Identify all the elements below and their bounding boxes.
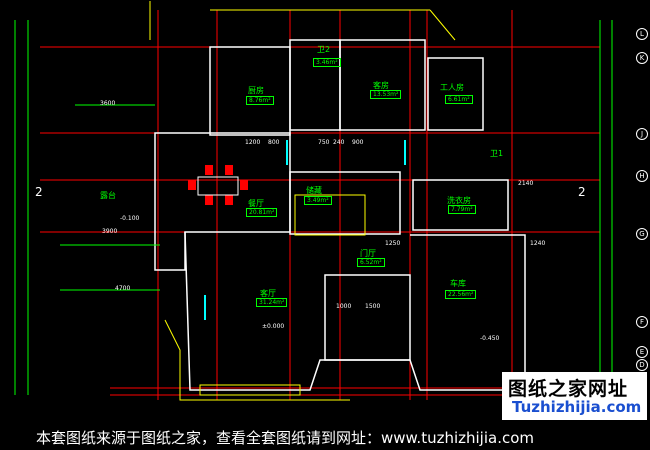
axis-grid xyxy=(40,10,600,400)
room-area: 20.81m² xyxy=(246,208,278,217)
dimension-text: 1500 xyxy=(365,303,381,310)
dimension-text: 1250 xyxy=(385,240,401,247)
room-label: 露台 xyxy=(100,191,116,200)
dining-chairs xyxy=(188,165,248,205)
room-label: 厨房 xyxy=(248,86,264,95)
watermark-url: Tuzhizhijia.com xyxy=(512,398,642,416)
windows xyxy=(204,140,406,320)
dimension-text: -0.100 xyxy=(120,215,140,222)
axis-bubble: F xyxy=(636,316,648,328)
dimension-text: ±0.000 xyxy=(262,323,285,330)
axis-bubble: G xyxy=(636,228,648,240)
room-area: 3.46m² xyxy=(313,58,341,67)
room-label: 储藏 xyxy=(306,186,322,195)
room-label: 工人房 xyxy=(440,83,464,92)
room-area: 22.56m² xyxy=(445,290,477,299)
dimension-text: 1000 xyxy=(336,303,352,310)
axis-bubble: E xyxy=(636,346,648,358)
room-area: 13.53m² xyxy=(370,90,402,99)
dimension-text: 800 xyxy=(268,139,280,146)
watermark-logo: 图纸之家网址 Tuzhizhijia.com xyxy=(502,372,647,420)
room-label: 卫1 xyxy=(490,149,504,158)
dimension-text: 1200 xyxy=(245,139,261,146)
room-label: 洗衣房 xyxy=(447,196,471,205)
room-label: 车库 xyxy=(450,279,466,288)
dimension-lines xyxy=(14,20,613,395)
dimension-text: 750 xyxy=(318,139,330,146)
dining-table xyxy=(197,176,239,196)
room-label: 餐厅 xyxy=(248,199,264,208)
watermark-title: 图纸之家网址 xyxy=(508,378,629,400)
dimension-text: 2140 xyxy=(518,180,534,187)
stairs-and-terrace xyxy=(149,1,456,401)
dimension-text: 240 xyxy=(333,139,345,146)
dimension-text: 3600 xyxy=(100,100,116,107)
dimension-text: 900 xyxy=(352,139,364,146)
room-area: 6.52m² xyxy=(357,258,385,267)
section-mark: 2 xyxy=(35,185,43,199)
room-label: 卫2 xyxy=(317,45,331,54)
room-area: 7.79m² xyxy=(448,205,476,214)
axis-bubble: K xyxy=(636,52,648,64)
axis-bubble: H xyxy=(636,170,648,182)
axis-bubble: D xyxy=(636,359,648,371)
room-label: 客厅 xyxy=(260,289,276,298)
axis-bubble: J xyxy=(636,128,648,140)
dimension-text: 1240 xyxy=(530,240,546,247)
axis-bubble: L xyxy=(636,28,648,40)
room-label: 门厅 xyxy=(360,249,376,258)
room-area: 6.61m² xyxy=(445,95,473,104)
walls xyxy=(154,39,526,391)
footer-caption: 本套图纸来源于图纸之家，查看全套图纸请到网址：www.tuzhizhijia.c… xyxy=(36,429,535,447)
dimension-text: 3900 xyxy=(102,228,118,235)
dimension-text: -0.450 xyxy=(480,335,500,342)
room-area: 8.76m² xyxy=(246,96,274,105)
room-area: 31.24m² xyxy=(256,298,288,307)
dimension-text: 4700 xyxy=(115,285,131,292)
room-area: 3.49m² xyxy=(304,196,332,205)
room-label: 客房 xyxy=(373,81,389,90)
section-mark: 2 xyxy=(578,185,586,199)
